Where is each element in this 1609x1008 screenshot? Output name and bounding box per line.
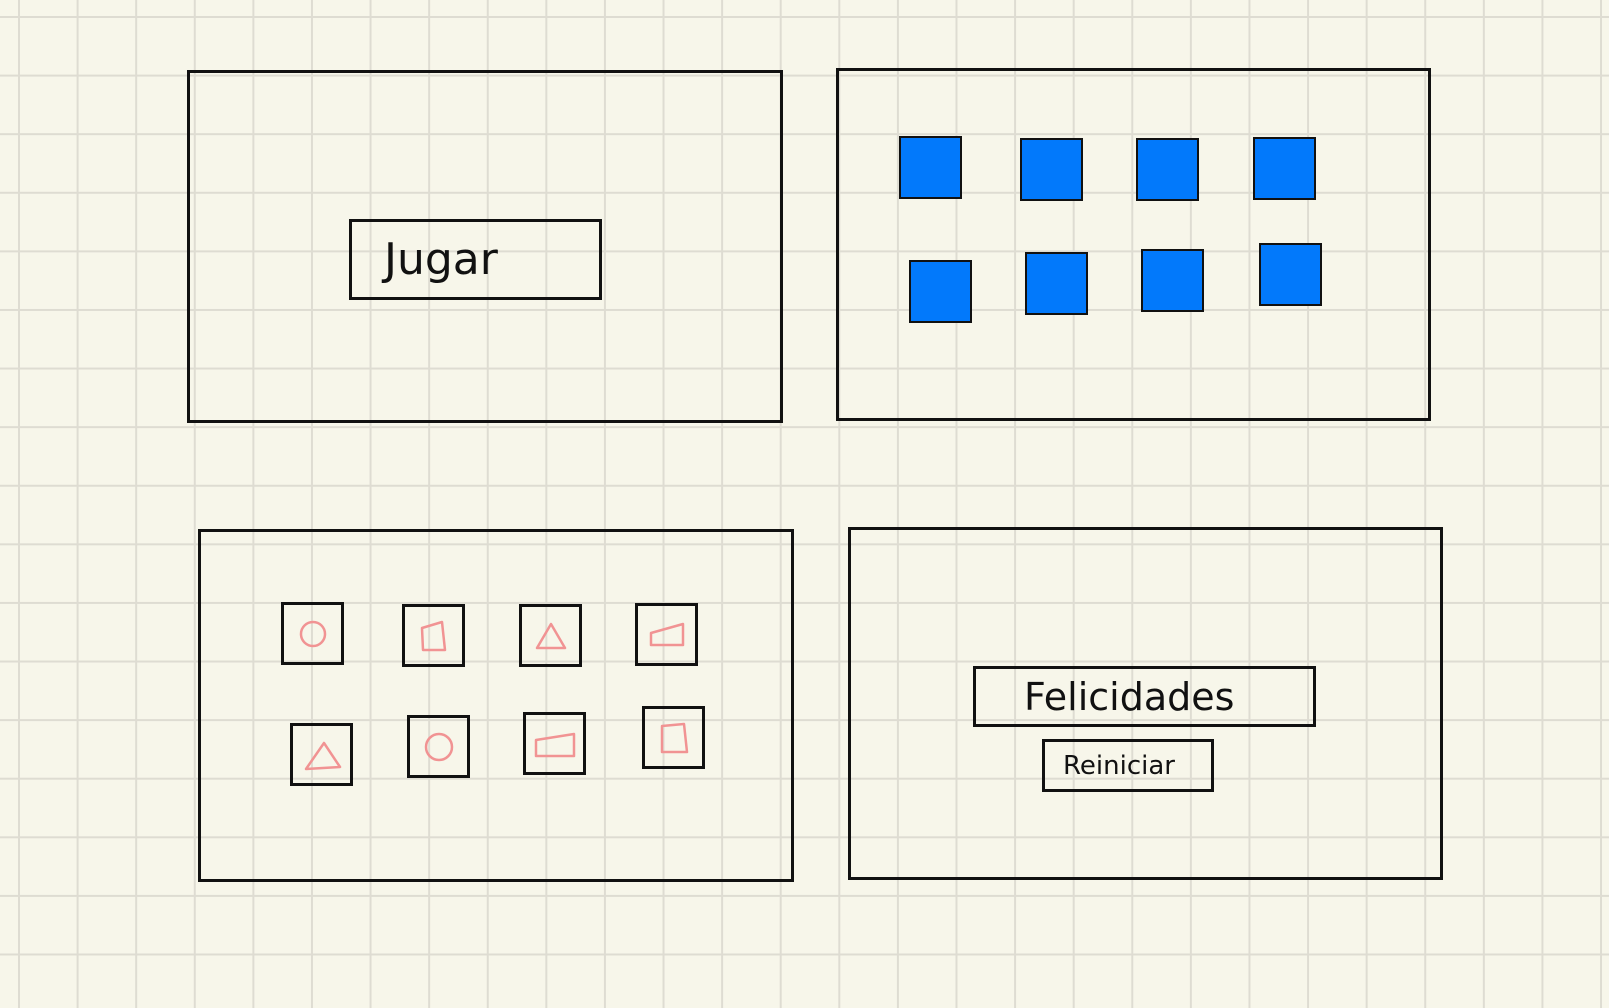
hidden-tile[interactable]: [1136, 138, 1199, 201]
quad-tall-icon: [420, 620, 446, 651]
revealed-tile[interactable]: [402, 604, 465, 667]
revealed-tile[interactable]: [642, 706, 705, 769]
hidden-tile[interactable]: [899, 136, 962, 199]
congrats-message: Felicidades: [973, 666, 1316, 727]
play-button[interactable]: Jugar: [349, 219, 602, 300]
revealed-tile[interactable]: [281, 602, 344, 665]
hidden-tile[interactable]: [1253, 137, 1316, 200]
hidden-tile[interactable]: [909, 260, 972, 323]
hidden-tile[interactable]: [1025, 252, 1088, 315]
win-screen-frame: Felicidades Reiniciar: [848, 527, 1443, 880]
revealed-tile[interactable]: [519, 604, 582, 667]
revealed-tile[interactable]: [523, 712, 586, 775]
restart-button[interactable]: Reiniciar: [1042, 739, 1214, 792]
revealed-tile[interactable]: [290, 723, 353, 786]
quad-wide-icon: [534, 732, 575, 757]
circle-icon: [424, 732, 453, 761]
quad-tall-icon: [660, 722, 688, 753]
hidden-board-frame: [836, 68, 1431, 421]
triangle-icon: [304, 741, 341, 770]
revealed-board-frame: [198, 529, 794, 882]
circle-icon: [299, 620, 326, 647]
triangle-icon: [535, 622, 566, 649]
quad-wide-icon: [649, 622, 684, 646]
revealed-tile[interactable]: [635, 603, 698, 666]
hidden-tile[interactable]: [1141, 249, 1204, 312]
start-screen-frame: Jugar: [187, 70, 783, 423]
hidden-tile[interactable]: [1020, 138, 1083, 201]
revealed-tile[interactable]: [407, 715, 470, 778]
hidden-tile[interactable]: [1259, 243, 1322, 306]
